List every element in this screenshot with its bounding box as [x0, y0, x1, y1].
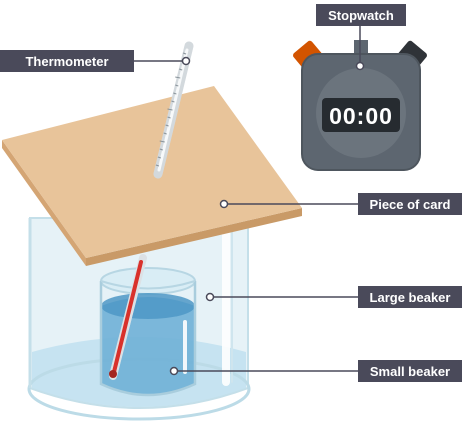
label-large-beaker-text: Large beaker	[370, 290, 451, 305]
thermometer-tick	[175, 84, 179, 87]
label-thermometer: Thermometer	[0, 50, 134, 72]
thermometer-tick	[167, 108, 173, 111]
thermometer-lower	[109, 254, 147, 380]
label-small-beaker-text: Small beaker	[370, 364, 450, 379]
thermometer-tick	[157, 156, 162, 159]
label-piece-of-card: Piece of card	[358, 193, 462, 215]
label-stopwatch: Stopwatch	[316, 4, 406, 26]
card-pointer-dot	[219, 199, 229, 209]
thermometer-tick	[155, 164, 160, 167]
label-small-beaker: Small beaker	[358, 360, 462, 382]
label-large-beaker: Large beaker	[358, 286, 462, 308]
thermometer-upper	[153, 41, 194, 179]
thermometer-tick	[173, 92, 177, 95]
label-leaders	[134, 26, 365, 376]
thermometer-tick	[182, 52, 187, 55]
piece-of-card	[2, 86, 302, 266]
stopwatch-display	[322, 98, 400, 132]
stopwatch-pointer-dot	[355, 61, 365, 71]
large-beaker-pointer-dot	[205, 292, 215, 302]
stopwatch: 00:00	[293, 40, 427, 171]
label-stopwatch-text: Stopwatch	[328, 8, 394, 23]
small-beaker-water-surface	[101, 293, 195, 319]
thermometer-tick	[165, 124, 169, 127]
thermometer-tick	[167, 116, 171, 119]
thermometer-tick	[159, 148, 163, 151]
stopwatch-time: 00:00	[329, 103, 393, 129]
small-beaker-pointer-dot	[169, 366, 179, 376]
thermometer-tick	[175, 76, 181, 79]
label-thermometer-text: Thermometer	[25, 54, 108, 69]
card-top-face	[2, 86, 302, 258]
thermometer-mercury	[112, 260, 143, 374]
thermometer-tick	[159, 140, 165, 143]
thermometer-tick	[179, 68, 183, 71]
thermometer-tick	[171, 100, 175, 103]
thermometer-pointer-dot	[181, 56, 191, 66]
thermometer-tick	[163, 132, 167, 135]
label-piece-of-card-text: Piece of card	[370, 197, 451, 212]
